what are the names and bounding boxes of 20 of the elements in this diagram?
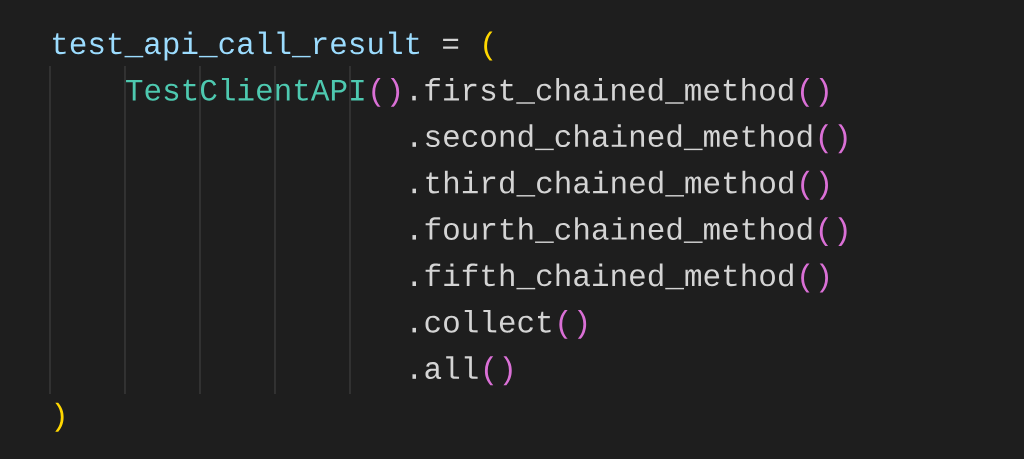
code-text: (	[484, 31, 493, 61]
code-text: ()	[559, 309, 587, 339]
code-text: TestClientAPI	[126, 77, 364, 101]
code-text: ()	[819, 217, 847, 247]
code-text: .fourth_chained_method	[412, 217, 812, 243]
code-text: .all	[412, 356, 478, 380]
code-text: ()	[800, 77, 828, 107]
code-text: ()	[801, 170, 828, 200]
code-text: ()	[819, 124, 847, 154]
code-text: .fifth_chained_method	[412, 263, 793, 290]
code-text: )	[55, 402, 64, 432]
code-text: .first_chained_method	[412, 77, 793, 104]
code-text: ()	[801, 263, 828, 293]
code-text: ()	[484, 356, 512, 386]
code-text: =	[443, 38, 459, 49]
code-text: .third_chained_method	[412, 170, 793, 197]
code-text: .collect	[412, 309, 551, 333]
code-text: .second_chained_method	[412, 124, 812, 151]
code-text: test_api_call_result	[53, 31, 419, 61]
code-text: ()	[372, 77, 400, 107]
